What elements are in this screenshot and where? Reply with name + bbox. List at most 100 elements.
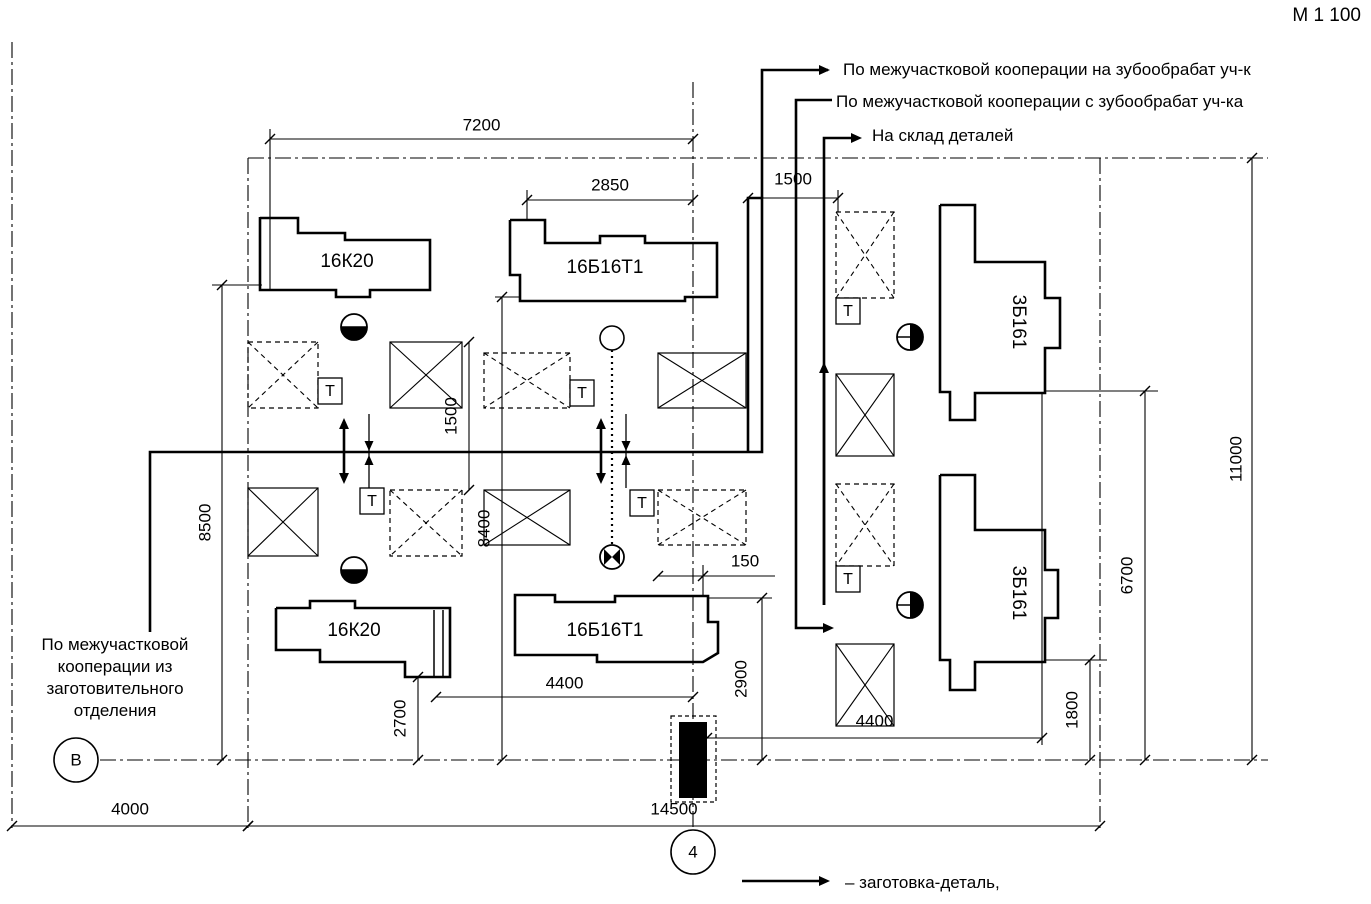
dim-150-label: 150: [731, 551, 759, 570]
pallet-c1-diag-a: [835, 211, 895, 299]
machine-cnc-top: [508, 218, 719, 303]
pallet-b2: [389, 489, 463, 557]
operator-lathe-top-icon-fill: [341, 327, 367, 340]
dim-1500-top-tick-b: [832, 192, 844, 204]
pallet-b1-diag-b: [247, 487, 319, 557]
pallet-a3-diag-b: [483, 352, 571, 409]
pallet-a1: [247, 341, 319, 409]
dim-14500-tick-b: [1094, 820, 1106, 832]
machine-gear-bottom: [938, 473, 1060, 692]
pallet-b4: [657, 489, 747, 546]
pallet-c3-diag-b: [835, 483, 895, 567]
pallet-b4-diag-a: [657, 489, 747, 546]
dim-7200-tick-b: [687, 133, 699, 145]
dim-1800-tick-a: [1084, 654, 1096, 666]
table-c1-letter: Т: [843, 303, 853, 320]
flow-cnc-loop-up: [596, 418, 606, 429]
flow-cnc-dim-a: [621, 441, 631, 451]
pallet-a3-diag-a: [483, 352, 571, 409]
dim-4400-bottom-tick-a: [430, 691, 442, 703]
dim-1800-tick-b: [1084, 754, 1096, 766]
dim-1500-vert-tick-b: [463, 484, 475, 496]
table-a1-letter: Т: [325, 383, 335, 400]
dim-4400-bottom-tick-b: [687, 691, 699, 703]
legend-caption: – заготовка-деталь,: [845, 873, 1000, 892]
dim-1800-label: 1800: [1062, 691, 1081, 729]
dim-14500-label: 14500: [650, 799, 697, 818]
flow-to-warehouse-arrow: [851, 133, 862, 143]
dim-11000-label: 11000: [1226, 436, 1245, 482]
dim-2900-label: 2900: [731, 660, 750, 698]
dim-8500-tick-b: [216, 754, 228, 766]
dim-8500-label: 8500: [195, 504, 214, 542]
dim-1500-vert-label: 1500: [441, 397, 460, 435]
dim-2850-label: 2850: [591, 175, 629, 194]
table-b1: [359, 487, 385, 515]
flow-label-to-warehouse: На склад деталей: [872, 126, 1014, 145]
flow-label-in-from-gear: По межучастковой кооперации с зубообраба…: [836, 92, 1244, 111]
dim-150-tick-a: [652, 570, 664, 582]
axis-bubble-b: [53, 737, 99, 783]
flow-in-from-gear-arrow: [823, 623, 834, 633]
dim-2700-label: 2700: [390, 700, 409, 738]
column-block: [679, 722, 707, 798]
dim-1500-vert-tick-a: [463, 336, 475, 348]
flow-main-corridor: [148, 196, 764, 632]
dim-8400-tick-a: [496, 291, 508, 303]
column-outline: [670, 715, 717, 803]
dim-11000-tick-a: [1246, 152, 1258, 164]
machine-gear-top: [938, 203, 1062, 422]
dim-4400-bottom-label: 4400: [546, 673, 584, 692]
table-b4: [629, 489, 655, 517]
table-a3-letter: Т: [577, 385, 587, 402]
flow-out-to-gear: [760, 68, 828, 198]
dim-2700-tick-b: [412, 754, 424, 766]
pallet-a4: [657, 352, 747, 409]
machine-lathe-bottom-label: 16К20: [327, 620, 380, 641]
table-c1: [835, 297, 861, 325]
machine-cnc-bottom-label: 16Б16Т1: [567, 620, 644, 641]
pallet-c4-diag-b: [835, 643, 895, 727]
robot-cnc-icon-fill: [604, 549, 620, 565]
dim-1500-top-tick-a: [742, 192, 754, 204]
table-c3-letter: Т: [843, 571, 853, 588]
dim-7200-label: 7200: [463, 115, 501, 134]
dim-8400-label: 8400: [474, 510, 493, 548]
machine-cnc-bottom: [513, 593, 720, 664]
pallet-b2-diag-b: [389, 489, 463, 557]
pallet-b4-diag-b: [657, 489, 747, 546]
dim-8500-tick-a: [216, 279, 228, 291]
axis-bubble-4-label: 4: [688, 842, 697, 861]
dim-6700-tick-a: [1139, 385, 1151, 397]
flow-out-to-gear-arrow: [819, 65, 830, 75]
dim-6700-label: 6700: [1117, 557, 1136, 595]
machine-gear-top-label: 3Б161: [1008, 295, 1029, 350]
pallet-b3: [483, 489, 571, 546]
dim-7200-tick-a: [264, 133, 276, 145]
dim-4000-label: 4000: [111, 799, 149, 818]
dim-2900-tick-b: [756, 754, 768, 766]
table-c3: [835, 565, 861, 593]
machine-lathe-bottom: [274, 599, 452, 679]
dim-11000-tick-b: [1246, 754, 1258, 766]
pallet-c2-diag-b: [835, 373, 895, 457]
machine-gear-bottom-label: 3Б161: [1008, 566, 1029, 621]
pallet-c1-diag-b: [835, 211, 895, 299]
flow-label-from-blank-dept: По межучастковой кооперации из заготовит…: [41, 635, 189, 720]
pallet-c2: [835, 373, 895, 457]
machine-lathe-top-label: 16К20: [320, 251, 373, 272]
flow-gear-up-arrow: [819, 362, 829, 373]
dim-14500-tick-a: [242, 820, 254, 832]
pallet-b1: [247, 487, 319, 557]
pallet-a1-diag-b: [247, 341, 319, 409]
dim-2900-tick-a: [756, 592, 768, 604]
flow-cnc-loop-down: [596, 473, 606, 484]
dim-4000-tick-a: [6, 820, 18, 832]
dim-2700-tick-a: [412, 671, 424, 683]
flow-in-from-gear: [794, 98, 832, 630]
table-a1: [317, 377, 343, 405]
dim-4400-right-label: 4400: [856, 711, 894, 730]
axis-bubble-b-label: В: [70, 750, 81, 769]
pallet-c4: [835, 643, 895, 727]
